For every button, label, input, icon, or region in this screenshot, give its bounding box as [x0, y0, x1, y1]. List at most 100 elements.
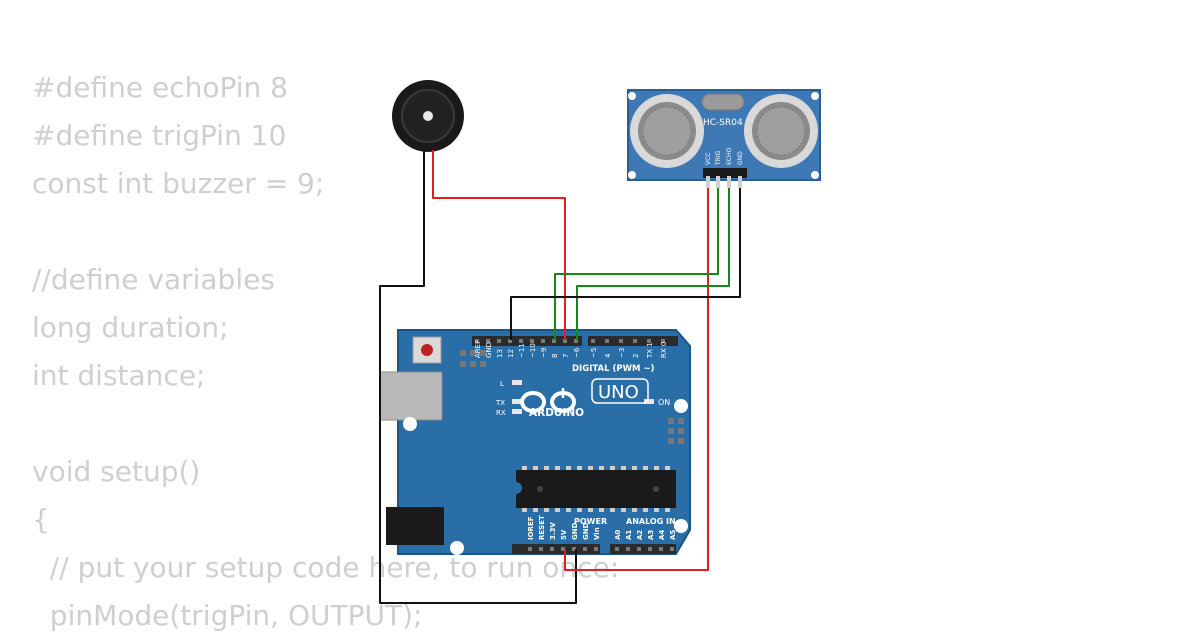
- digital-pin-label: ~5: [590, 348, 598, 358]
- analog-pin-label: A3: [647, 530, 655, 540]
- code-line: long duration;: [32, 311, 229, 344]
- led-tx-label: TX: [495, 399, 505, 407]
- led-l-label: L: [500, 380, 504, 388]
- sensor-pin-vcc[interactable]: [706, 176, 710, 188]
- power-pin-hole[interactable]: [528, 547, 532, 551]
- digital-pin-label: 13: [496, 349, 504, 358]
- analog-pin-hole[interactable]: [670, 547, 674, 551]
- code-line: #define echoPin 8: [32, 71, 288, 104]
- power-pin-hole[interactable]: [572, 547, 576, 551]
- digital-pin-hole[interactable]: [633, 339, 637, 343]
- code-line: {: [32, 503, 50, 536]
- mounting-hole: [674, 519, 688, 533]
- power-label: POWER: [574, 517, 607, 526]
- power-pin-hole[interactable]: [583, 547, 587, 551]
- atmega-chip: [516, 466, 676, 512]
- power-pin-label: GND: [582, 522, 590, 540]
- power-pin-hole[interactable]: [550, 547, 554, 551]
- digital-pin-hole[interactable]: [661, 339, 665, 343]
- led-l: [512, 380, 522, 385]
- wire-sensor-ground[interactable]: [510, 188, 741, 340]
- arduino-model: UNO: [598, 382, 639, 403]
- digital-pin-label: GND: [485, 342, 493, 358]
- arduino-logo-icon: [520, 388, 577, 413]
- power-pin-hole[interactable]: [539, 547, 543, 551]
- sensor-label: HC-SR04: [703, 118, 743, 128]
- power-pin-label: RESET: [538, 515, 546, 540]
- digital-pin-hole[interactable]: [486, 339, 490, 343]
- digital-pin-hole[interactable]: [619, 339, 623, 343]
- power-pin-hole[interactable]: [594, 547, 598, 551]
- digital-label: DIGITAL (PWM ~): [572, 364, 654, 374]
- sensor-pin-label: VCC: [705, 153, 712, 165]
- power-pin-label: IOREF: [527, 516, 535, 540]
- digital-pin-hole[interactable]: [552, 339, 556, 343]
- digital-pin-label: ~3: [618, 348, 626, 358]
- digital-pin-label: ~6: [573, 347, 581, 358]
- digital-pin-hole[interactable]: [530, 339, 534, 343]
- icsp-header-top: [460, 350, 486, 367]
- analog-pin-hole[interactable]: [637, 547, 641, 551]
- analog-pin-label: A2: [636, 530, 644, 540]
- power-jack: [386, 507, 444, 545]
- wire-trig[interactable]: [554, 188, 719, 340]
- sensor-pin-label: TRIG: [715, 150, 722, 166]
- analog-pin-label: A0: [614, 530, 622, 540]
- analog-pin-hole[interactable]: [626, 547, 630, 551]
- icsp-header-right: [668, 418, 684, 444]
- sensor-pin-trig[interactable]: [716, 176, 720, 188]
- digital-pin-label: 7: [562, 354, 570, 358]
- power-pin-hole[interactable]: [561, 547, 565, 551]
- code-line: //define variables: [32, 263, 275, 296]
- digital-pin-label: 4: [604, 353, 612, 358]
- power-pin-label: 3.3V: [549, 522, 557, 540]
- power-header: [512, 544, 600, 554]
- led-on-label: ON: [658, 398, 670, 407]
- digital-pin-hole[interactable]: [605, 339, 609, 343]
- analog-label: ANALOG IN: [626, 517, 676, 526]
- code-line: #define trigPin 10: [32, 119, 287, 152]
- analog-header: [610, 544, 676, 554]
- piezo-buzzer[interactable]: [392, 80, 464, 160]
- digital-pin-hole[interactable]: [591, 339, 595, 343]
- digital-pin-label: 12: [507, 349, 515, 358]
- power-pin-label: 5V: [560, 529, 568, 540]
- wire-echo[interactable]: [576, 188, 730, 340]
- digital-pin-label: ~10: [529, 343, 537, 358]
- digital-pin-hole[interactable]: [541, 339, 545, 343]
- analog-pin-hole[interactable]: [615, 547, 619, 551]
- digital-pin-hole[interactable]: [508, 339, 512, 343]
- analog-pin-label: A5: [669, 530, 677, 540]
- code-line: void setup(): [32, 455, 201, 488]
- digital-pin-label: TX 1: [646, 342, 654, 359]
- digital-pin-hole[interactable]: [574, 339, 578, 343]
- digital-pin-hole[interactable]: [647, 339, 651, 343]
- sensor-pin-echo[interactable]: [727, 176, 731, 188]
- code-line: int distance;: [32, 359, 206, 392]
- led-tx: [512, 399, 522, 404]
- wire-vcc-5v[interactable]: [564, 188, 709, 571]
- digital-pin-label: ~11: [518, 343, 526, 358]
- analog-pin-label: A1: [625, 530, 633, 540]
- digital-pin-hole[interactable]: [497, 339, 501, 343]
- digital-header-left: [472, 336, 582, 346]
- digital-pin-label: AREF: [474, 340, 482, 358]
- digital-pin-label: 8: [551, 354, 559, 358]
- led-rx: [512, 409, 522, 414]
- reset-button-cap: [421, 344, 433, 356]
- sensor-pin-gnd[interactable]: [738, 176, 742, 188]
- digital-pin-hole[interactable]: [563, 339, 567, 343]
- wire-buzzer-ground[interactable]: [379, 160, 577, 604]
- mounting-hole: [450, 541, 464, 555]
- wire-buzzer-signal[interactable]: [432, 160, 566, 340]
- analog-pin-hole[interactable]: [659, 547, 663, 551]
- analog-pin-hole[interactable]: [648, 547, 652, 551]
- power-pin-label: Vin: [593, 527, 601, 540]
- digital-pin-hole[interactable]: [519, 339, 523, 343]
- digital-pin-hole[interactable]: [475, 339, 479, 343]
- uno-badge: [591, 378, 649, 404]
- analog-pin-label: A4: [658, 530, 666, 540]
